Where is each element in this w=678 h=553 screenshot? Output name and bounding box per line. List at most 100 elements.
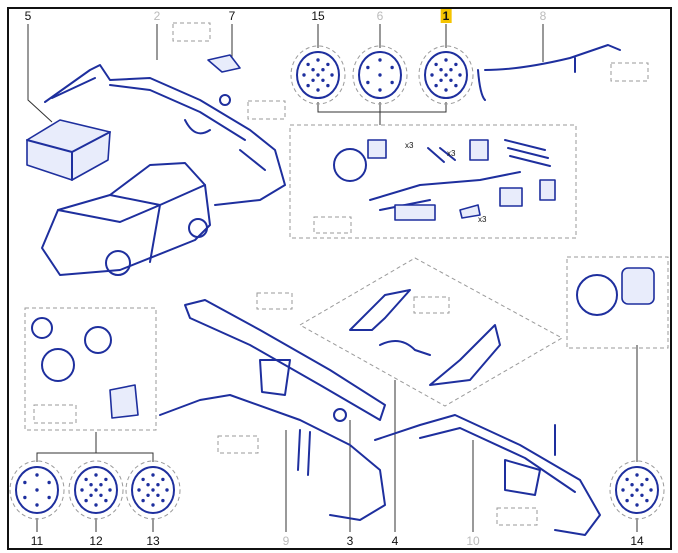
- pin: [621, 488, 625, 492]
- callout-2[interactable]: 2: [153, 9, 161, 23]
- pin: [306, 62, 310, 67]
- callout-1[interactable]: 1: [440, 9, 452, 23]
- pin: [35, 488, 39, 492]
- pin: [104, 498, 108, 503]
- socket-kit-group: [24, 307, 157, 431]
- connector-1[interactable]: [418, 45, 474, 105]
- pin: [326, 62, 330, 67]
- pin: [625, 477, 629, 482]
- pin: [434, 83, 438, 88]
- connector-13[interactable]: [125, 460, 181, 520]
- pin: [444, 58, 448, 62]
- towbar-part-10[interactable]: [374, 414, 601, 536]
- pin: [306, 83, 310, 88]
- pin: [35, 503, 39, 507]
- pin: [311, 78, 315, 83]
- wiring-harness-part-8[interactable]: [477, 44, 621, 101]
- pin: [94, 488, 98, 492]
- pin: [161, 477, 165, 482]
- pin: [137, 488, 141, 492]
- pin: [23, 495, 27, 500]
- socket-kit-items: [31, 317, 139, 419]
- pin: [99, 482, 103, 487]
- callout-3[interactable]: 3: [346, 534, 354, 548]
- pin: [330, 73, 334, 77]
- pin: [640, 493, 644, 498]
- connector-outline: [609, 460, 665, 520]
- pin: [635, 503, 639, 507]
- pin: [378, 88, 382, 92]
- control-module-part-5[interactable]: [26, 119, 111, 181]
- callout-6[interactable]: 6: [376, 9, 384, 23]
- callout-5[interactable]: 5: [24, 9, 32, 23]
- callout-14[interactable]: 14: [630, 534, 644, 548]
- pin: [645, 498, 649, 503]
- pin: [378, 58, 382, 62]
- quantity-label: x3: [405, 141, 414, 150]
- pin: [458, 73, 462, 77]
- tow-ball-group: [298, 257, 564, 407]
- pin: [94, 473, 98, 477]
- quantity-label: x3: [447, 149, 456, 158]
- connector-14[interactable]: [609, 460, 665, 520]
- pin: [146, 493, 150, 498]
- pin: [141, 477, 145, 482]
- pin: [366, 80, 370, 85]
- pin: [151, 503, 155, 507]
- callout-9[interactable]: 9: [282, 534, 290, 548]
- connector-15[interactable]: [290, 45, 346, 105]
- pin: [430, 73, 434, 77]
- pin: [444, 88, 448, 92]
- connector-outline: [9, 460, 65, 520]
- connector-outline: [125, 460, 181, 520]
- pin: [321, 67, 325, 72]
- accessory-kit-group: [289, 124, 577, 239]
- pin: [321, 78, 325, 83]
- pin: [84, 498, 88, 503]
- connector-11[interactable]: [9, 460, 65, 520]
- socket-bracket-part-7[interactable]: [207, 54, 241, 73]
- connector-6[interactable]: [352, 45, 408, 105]
- pin: [635, 473, 639, 477]
- pin: [625, 498, 629, 503]
- pin: [326, 83, 330, 88]
- callout-7[interactable]: 7: [228, 9, 236, 23]
- pin: [94, 503, 98, 507]
- pin: [439, 67, 443, 72]
- pin: [146, 482, 150, 487]
- accessory-kit-items: [333, 139, 556, 221]
- pin: [630, 482, 634, 487]
- pin: [141, 498, 145, 503]
- callout-12[interactable]: 12: [89, 534, 103, 548]
- pin: [156, 493, 160, 498]
- callout-4[interactable]: 4: [391, 534, 399, 548]
- pin: [390, 80, 394, 85]
- towbar-part-9[interactable]: [159, 299, 386, 521]
- pin: [645, 477, 649, 482]
- towbar-part-2[interactable]: [44, 64, 286, 206]
- pin: [649, 488, 653, 492]
- callout-8[interactable]: 8: [539, 9, 547, 23]
- pin: [165, 488, 169, 492]
- pin: [89, 493, 93, 498]
- tow-ball-part-4[interactable]: [349, 289, 501, 386]
- callout-10[interactable]: 10: [466, 534, 480, 548]
- connector-12[interactable]: [68, 460, 124, 520]
- pin: [84, 477, 88, 482]
- callout-15[interactable]: 15: [311, 9, 325, 23]
- pin: [104, 477, 108, 482]
- vehicle-illustration: [41, 162, 211, 276]
- pin: [47, 495, 51, 500]
- callout-11[interactable]: 11: [30, 534, 44, 548]
- socket-group-right: [566, 256, 669, 349]
- pin: [99, 493, 103, 498]
- callout-13[interactable]: 13: [146, 534, 160, 548]
- pin: [449, 67, 453, 72]
- pin: [23, 480, 27, 485]
- pin: [47, 480, 51, 485]
- pin: [439, 78, 443, 83]
- pin: [434, 62, 438, 67]
- pin: [454, 83, 458, 88]
